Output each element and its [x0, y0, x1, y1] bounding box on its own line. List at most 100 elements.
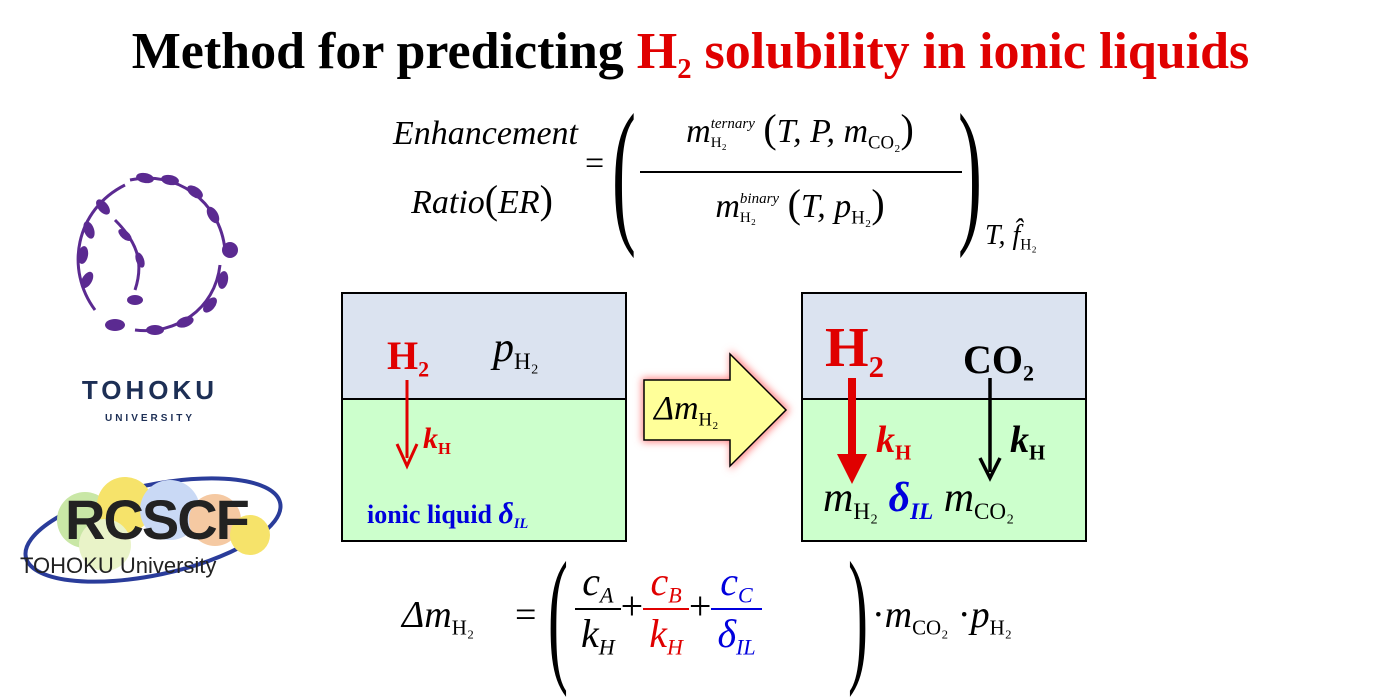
tohoku-emblem	[55, 160, 245, 350]
title-h: H	[636, 23, 678, 80]
rcscf-sub: TOHOKU University	[20, 553, 217, 578]
binary-liquid-label: ionic liquid δIL	[367, 497, 528, 533]
binary-liquid-delta: δ	[498, 497, 514, 530]
binary-pressure: pH₂	[493, 324, 539, 375]
er-num-sub: H₂	[710, 135, 727, 152]
er-den-m: m	[715, 188, 740, 225]
er-lhs-ratio: Ratio	[411, 184, 485, 221]
ternary-rate1-label: kH	[876, 418, 911, 465]
term-b-fraction: cB kH	[643, 560, 689, 661]
plus-2: +	[688, 583, 712, 629]
binary-liquid-delta-sub: IL	[513, 516, 529, 532]
bottom-m-co2-sub: CO₂	[912, 615, 949, 640]
ternary-m-co2-sub: CO₂	[974, 498, 1015, 525]
er-den-args-sub: H₂	[851, 207, 872, 229]
ternary-gas-h2: H2	[825, 316, 884, 385]
tohoku-sub: UNIVERSITY	[104, 413, 195, 424]
binary-system-box: H2 pH₂ kH ionic liquid δIL	[341, 292, 627, 542]
ternary-bottom-labels: mH₂ δIL mCO₂	[823, 474, 1014, 525]
term-b-den: k	[649, 610, 667, 656]
binary-pressure-p: p	[493, 325, 514, 371]
binary-gas-phase	[343, 294, 625, 400]
ternary-delta-sub: IL	[910, 498, 934, 525]
term-c-den: δ	[717, 610, 737, 656]
ternary-m-h2: m	[823, 475, 854, 521]
er-num-m: m	[686, 113, 711, 150]
transition-arrow-label: ΔmH₂	[654, 390, 719, 432]
term-b-num: c	[650, 559, 669, 604]
bottom-p-h2: p	[970, 594, 990, 636]
er-left-paren: (	[612, 81, 636, 259]
er-lhs-line1: Enhancement	[392, 115, 578, 152]
transition-arrow-icon	[642, 350, 790, 470]
bottom-right-paren: )	[848, 532, 868, 698]
er-equals: =	[585, 145, 605, 182]
ternary-rate2-label: kH	[1010, 418, 1045, 465]
term-c-den-sub: IL	[736, 634, 756, 660]
er-den-sup: binary	[739, 191, 780, 208]
bottom-lhs-sub: H₂	[451, 615, 475, 640]
term-c-num-sub: C	[738, 582, 753, 608]
ternary-rate1-sub: H	[895, 440, 912, 465]
binary-gas-h-sub: 2	[418, 356, 430, 382]
term-a-num-sub: A	[599, 582, 614, 608]
tohoku-name: TOHOKU	[81, 375, 219, 405]
ternary-co2-arrow-icon	[978, 378, 1002, 482]
bottom-fraction-terms: cA kH + cB kH + cC δIL	[575, 560, 762, 661]
term-a-den-sub: H	[598, 634, 615, 660]
ternary-rate1-k: k	[876, 419, 895, 461]
bottom-equals: =	[515, 594, 537, 636]
ternary-m-co2: m	[943, 475, 975, 521]
rcscf-logo: RCSCF TOHOKU University	[15, 465, 290, 595]
er-fraction-bar	[640, 171, 962, 173]
arrow-delta-m-sub: H₂	[698, 409, 719, 431]
binary-dissolution-arrow-icon	[395, 380, 419, 470]
title-h-sub: 2	[677, 54, 692, 85]
dot-2: ·	[957, 594, 971, 636]
rcscf-name: RCSCF	[65, 488, 250, 551]
title-rest: solubility in ionic liquids	[691, 23, 1250, 80]
bottom-product-terms: ·mCO₂ ·pH₂	[872, 593, 1012, 640]
term-a-num: c	[582, 559, 600, 604]
rcscf-emblem-icon	[23, 476, 283, 584]
ternary-h2-arrow-icon	[837, 378, 867, 484]
binary-gas-label: H2	[387, 332, 429, 383]
bottom-lhs: Δm	[402, 594, 452, 636]
binary-rate-k: k	[423, 422, 438, 455]
er-outer-sub-sub: H₂	[1020, 236, 1037, 254]
dot-1: ·	[872, 594, 885, 636]
tohoku-emblem-icon	[76, 172, 238, 335]
bottom-left-paren: (	[548, 532, 568, 698]
plus-1: +	[620, 583, 644, 629]
term-a-fraction: cA kH	[575, 560, 621, 661]
er-outer-subscript: T, f̂H₂	[985, 220, 1037, 254]
er-outer-sub: T, f̂	[985, 220, 1021, 251]
ternary-gas-co: CO	[963, 337, 1023, 382]
slide-title: Method for predicting H2 solubility in i…	[0, 22, 1381, 86]
er-num-args-sub: CO₂	[868, 132, 901, 154]
term-b-den-sub: H	[666, 634, 683, 660]
ternary-gas-h: H	[825, 317, 869, 379]
term-b-num-sub: B	[668, 582, 682, 608]
binary-rate-label: kH	[423, 422, 451, 459]
bottom-m-co2: m	[884, 594, 913, 636]
ternary-gas-h-sub: 2	[868, 349, 884, 384]
binary-pressure-sub: H₂	[514, 348, 539, 375]
er-den-sub: H₂	[739, 210, 756, 227]
er-lhs-abbrev: ER	[498, 184, 540, 221]
binary-liquid-phase	[343, 400, 625, 540]
ternary-gas-co2: CO2	[963, 336, 1034, 387]
arrow-delta-m: Δm	[654, 390, 699, 427]
ternary-delta: δ	[888, 475, 911, 521]
ternary-gas-co-sub: 2	[1023, 360, 1034, 386]
er-den-args: T, p	[800, 188, 852, 225]
bottom-p-h2-sub: H₂	[989, 615, 1012, 640]
er-num-args: T, P, m	[776, 113, 869, 150]
ternary-m-h2-sub: H₂	[853, 498, 879, 525]
binary-gas-h: H	[387, 333, 419, 378]
ternary-system-box: H2 CO2 kH kH mH₂ δIL mCO₂	[801, 292, 1087, 542]
binary-liquid-text: ionic liquid	[367, 500, 499, 529]
title-prefix: Method for predicting	[131, 23, 637, 80]
ternary-rate2-k: k	[1010, 419, 1029, 461]
ternary-rate2-sub: H	[1029, 440, 1046, 465]
